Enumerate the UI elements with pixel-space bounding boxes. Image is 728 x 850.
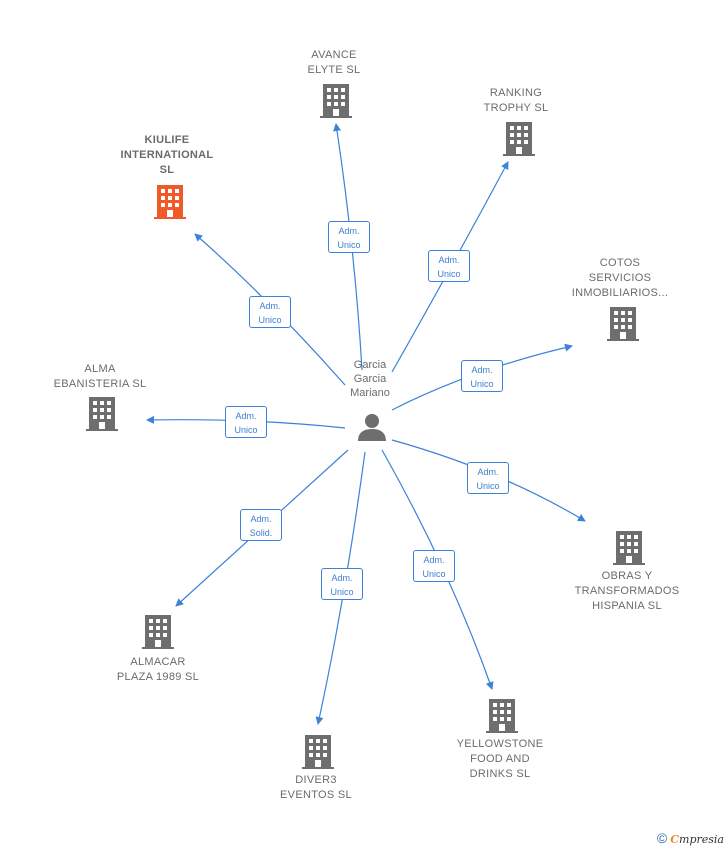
company-label-obras[interactable]: OBRAS Y TRANSFORMADOS HISPANIA SL [574,570,680,612]
role-badge-kiulife[interactable]: Adm. Unico [249,296,291,328]
role-badge-ranking[interactable]: Adm. Unico [428,250,470,282]
company-label-diver3[interactable]: DIVER3 EVENTOS SL [280,774,352,801]
copyright-icon: © [656,830,668,846]
company-label-kiulife[interactable]: KIULIFE INTERNATIONAL SL [120,134,214,176]
building-icon-avance[interactable] [320,84,352,118]
role-badge-avance[interactable]: Adm. Unico [328,221,370,253]
role-badge-cotos[interactable]: Adm. Unico [461,360,503,392]
building-icon-kiulife[interactable] [154,185,186,219]
role-badge-yellowstone[interactable]: Adm. Unico [413,550,455,582]
company-label-alma[interactable]: ALMA EBANISTERIA SL [53,363,147,390]
role-badge-obras[interactable]: Adm. Unico [467,462,509,494]
building-icon-diver3[interactable] [302,735,334,769]
building-icon-ranking[interactable] [503,122,535,156]
building-icon-alma[interactable] [86,397,118,431]
role-badge-diver3[interactable]: Adm. Unico [321,568,363,600]
brand-footer[interactable]: © Cmpresia [657,830,724,846]
company-label-ranking[interactable]: RANKING TROPHY SL [483,87,549,114]
building-icon-yellowstone[interactable] [486,699,518,733]
building-icon-cotos[interactable] [607,307,639,341]
building-icon-almacar[interactable] [142,615,174,649]
brand-logo: Cmpresia [670,833,724,846]
role-badge-almacar[interactable]: Adm. Solid. [240,509,282,541]
company-label-yellowstone[interactable]: YELLOWSTONE FOOD AND DRINKS SL [456,738,544,780]
person-icon[interactable] [358,414,386,441]
company-label-avance[interactable]: AVANCE ELYTE SL [307,49,361,76]
building-icon-obras[interactable] [613,531,645,565]
role-badge-alma[interactable]: Adm. Unico [225,406,267,438]
person-name[interactable]: Garcia Garcia Mariano [350,359,390,399]
company-label-almacar[interactable]: ALMACAR PLAZA 1989 SL [116,656,200,683]
company-label-cotos[interactable]: COTOS SERVICIOS INMOBILIARIOS... [571,257,669,299]
